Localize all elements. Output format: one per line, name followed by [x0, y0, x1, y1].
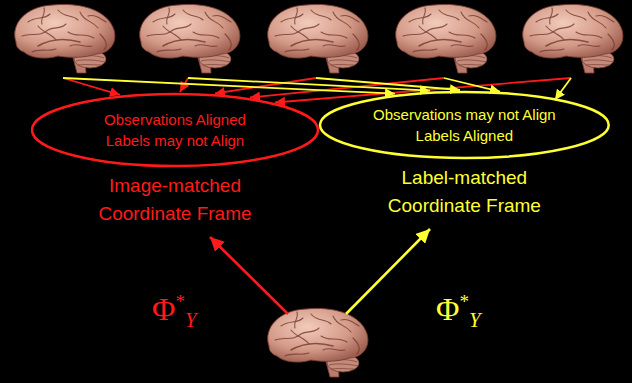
transform-symbol: Φ*Y	[436, 284, 481, 338]
warp-arrow-red	[210, 237, 288, 314]
red-arrows	[63, 78, 571, 103]
template-brain	[268, 308, 368, 377]
frame-description: Observations Aligned Labels may not Alig…	[90, 109, 260, 151]
ellipse-outline	[30, 92, 320, 168]
ellipse-outline	[318, 90, 611, 160]
warp-arrow-yellow	[346, 229, 430, 314]
coordinate-frame-ellipse: Observations may not Align Labels Aligne…	[318, 90, 611, 160]
source-brains	[15, 4, 623, 73]
frame-description: Observations may not Align Labels Aligne…	[362, 104, 567, 146]
transform-symbol: Φ*Y	[152, 284, 197, 338]
frame-heading: Label-matched Coordinate Frame	[374, 164, 554, 220]
coordinate-frame-ellipse: Observations Aligned Labels may not Alig…	[30, 92, 320, 168]
yellow-arrows	[63, 78, 571, 100]
frame-heading: Image-matched Coordinate Frame	[85, 172, 265, 228]
